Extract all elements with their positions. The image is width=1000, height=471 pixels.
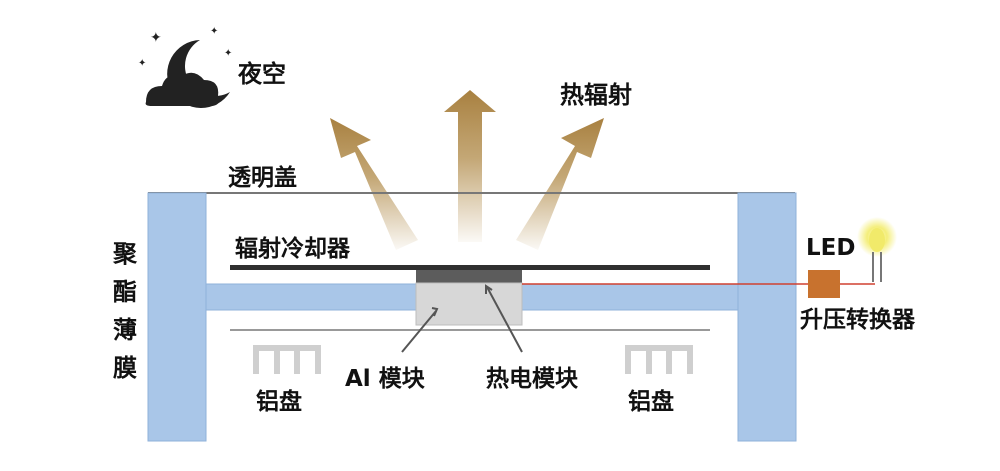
svg-text:✦: ✦ xyxy=(224,48,232,59)
radiation-arrow-center xyxy=(444,90,496,242)
al-module xyxy=(415,282,523,326)
svg-text:✦: ✦ xyxy=(138,58,146,69)
radiative-cooler-plate xyxy=(230,265,710,270)
led-label: LED xyxy=(806,235,855,261)
moon-cloud-stars-icon: ✦ ✦ ✦ ✦ xyxy=(138,26,232,108)
svg-text:✦: ✦ xyxy=(150,30,162,46)
al-module-label: Al 模块 xyxy=(345,366,425,392)
radiation-arrows xyxy=(330,90,604,250)
radiative-cooler-label: 辐射冷却器 xyxy=(235,235,351,262)
aluminum-plate-left-icon xyxy=(253,345,321,374)
polyester-film-char: 聚 xyxy=(112,240,138,268)
transparent-cover-label: 透明盖 xyxy=(228,164,297,191)
polyester-film-char: 酯 xyxy=(113,278,137,306)
boost-converter xyxy=(808,270,840,298)
svg-text:✦: ✦ xyxy=(210,26,218,37)
thermal-radiation-label: 热辐射 xyxy=(560,81,632,109)
polyester-film-char: 薄 xyxy=(113,316,137,344)
aluminum-plate-left-label: 铝盘 xyxy=(256,388,302,415)
night-sky-label: 夜空 xyxy=(237,60,286,88)
radiation-arrow-left xyxy=(330,118,418,250)
thermoelectric-module-label: 热电模块 xyxy=(486,366,578,392)
aluminum-plate-right-label: 铝盘 xyxy=(628,388,674,415)
led-bulb-icon xyxy=(857,217,897,282)
thermoelectric-module xyxy=(416,270,522,283)
aluminum-plate-right-icon xyxy=(625,345,693,374)
boost-converter-label: 升压转换器 xyxy=(800,306,916,333)
radiation-arrow-right xyxy=(516,118,604,250)
pointer-lines xyxy=(401,284,523,353)
polyester-film-label: 聚 酯 薄 膜 xyxy=(112,240,138,382)
polyester-film-char: 膜 xyxy=(112,354,137,382)
